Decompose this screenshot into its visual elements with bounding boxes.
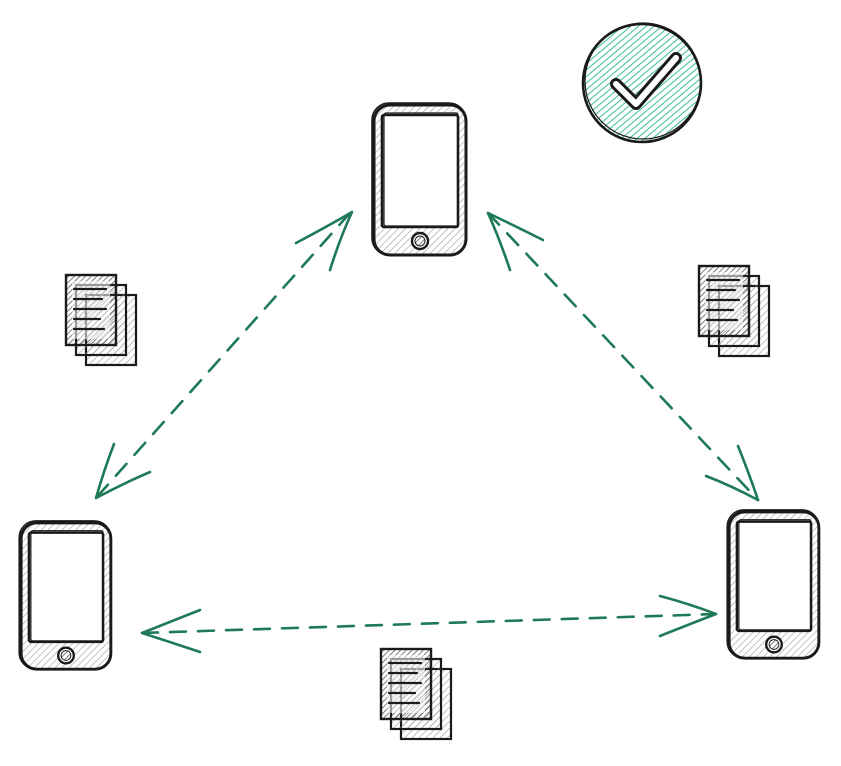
document-stack-icon (64, 273, 138, 367)
arrowhead-right (658, 594, 718, 638)
connection-left-right (140, 594, 718, 654)
arrowhead-top (486, 211, 545, 272)
arrowhead-left (94, 442, 152, 500)
document-stack-icon (697, 264, 771, 358)
phone-top (370, 101, 468, 257)
connection-top-left (94, 210, 354, 500)
arrowhead-right (704, 444, 760, 502)
document-stack-icon (379, 647, 453, 741)
phone-right (725, 508, 821, 660)
arrowhead-top (294, 210, 354, 272)
checkmark-circle-icon (581, 22, 703, 144)
phone-left (17, 519, 113, 671)
connection-top-right (486, 211, 760, 502)
arrowhead-left (140, 608, 202, 654)
